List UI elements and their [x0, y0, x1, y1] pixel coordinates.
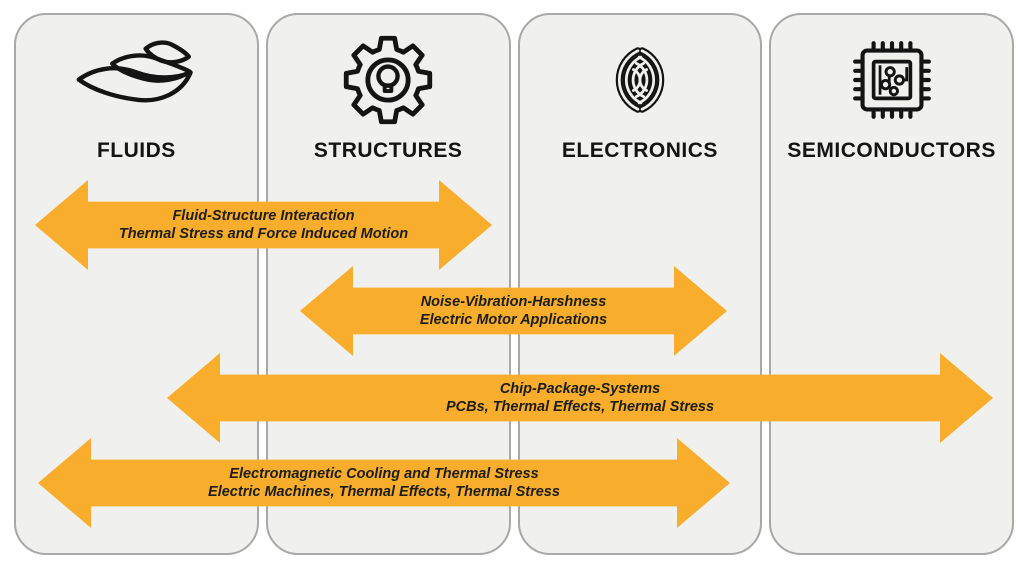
- gear-icon: [340, 29, 436, 131]
- fluid-wave-icon: [70, 29, 202, 131]
- arrow-label: Fluid-Structure Interaction: [172, 208, 355, 224]
- arrow-label: Thermal Stress and Force Induced Motion: [118, 226, 409, 242]
- panel-semiconductors: SEMICONDUCTORS: [769, 13, 1014, 555]
- panel-label-electronics: ELECTRONICS: [561, 139, 718, 162]
- arrow-label: PCBs, Thermal Effects, Thermal Stress: [445, 399, 715, 415]
- vibration-waves-icon: [581, 29, 699, 131]
- arrow-label: Chip-Package-Systems: [499, 381, 661, 397]
- chip-icon: [846, 29, 938, 131]
- arrow-label: Electromagnetic Cooling and Thermal Stre…: [229, 466, 539, 482]
- panel-label-structures: STRUCTURES: [313, 139, 463, 162]
- arrow-label: Electric Machines, Thermal Effects, Ther…: [208, 484, 560, 500]
- panel-label-fluids: FLUIDS: [96, 139, 176, 162]
- arrow-label: Electric Motor Applications: [419, 312, 608, 328]
- panel-label-semiconductors: SEMICONDUCTORS: [787, 139, 996, 162]
- arrow-label: Noise-Vibration-Harshness: [420, 294, 607, 310]
